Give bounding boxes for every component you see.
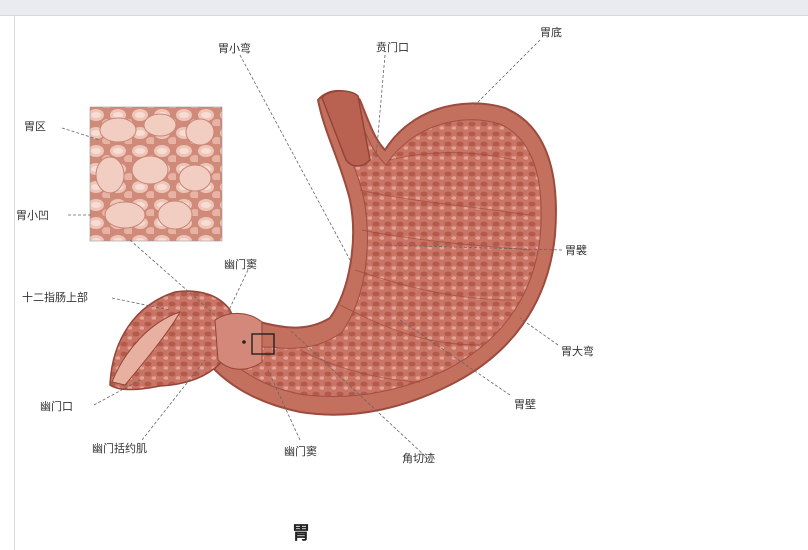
label-fundus: 胃底 bbox=[540, 25, 562, 39]
label-wall: 胃壁 bbox=[514, 397, 536, 411]
label-lesser-curvature: 胃小弯 bbox=[218, 41, 251, 55]
caption-title: 胃 bbox=[292, 523, 310, 544]
label-duodenum-upper: 十二指肠上部 bbox=[22, 290, 88, 304]
label-angular-notch: 角切迹 bbox=[402, 452, 435, 465]
label-pyloric-opening: 幽门口 bbox=[40, 399, 73, 413]
label-cardia: 贲门口 bbox=[376, 40, 409, 54]
label-pyloric-antrum: 幽门窦 bbox=[284, 444, 317, 458]
label-gastric-pit: 胃小凹 bbox=[16, 209, 49, 222]
pyloric-canal bbox=[215, 313, 262, 369]
label-greater-curvature: 胃大弯 bbox=[561, 344, 594, 358]
label-pylorus-top: 幽门窦 bbox=[224, 257, 257, 271]
label-gastric-area: 胃区 bbox=[24, 120, 46, 133]
marker-dot bbox=[242, 340, 246, 344]
label-folds: 胃襞 bbox=[565, 243, 587, 257]
label-pyloric-sphincter: 幽门括约肌 bbox=[92, 441, 147, 455]
